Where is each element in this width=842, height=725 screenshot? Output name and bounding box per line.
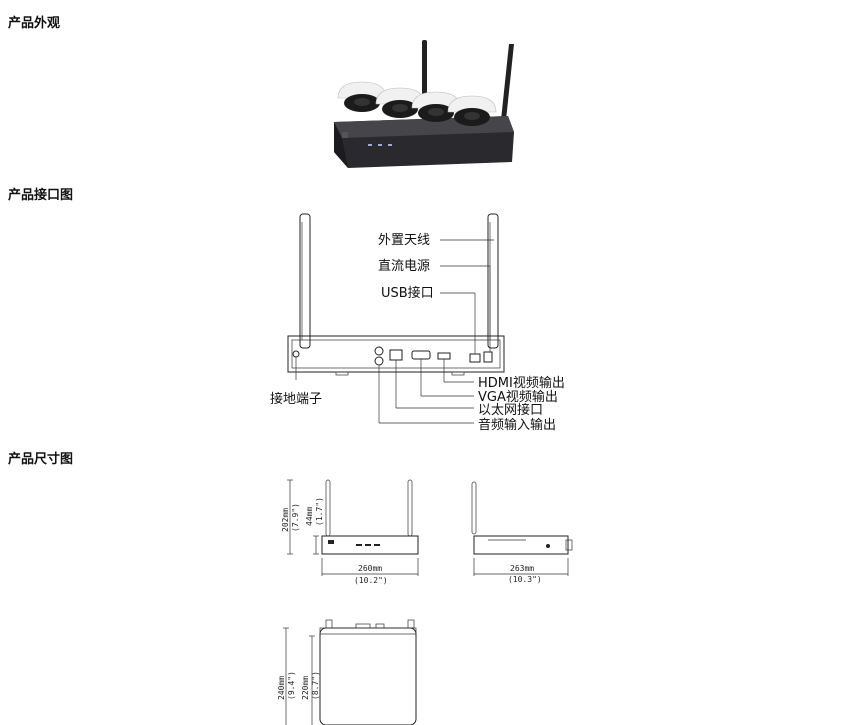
label-usb: USB接口 <box>381 285 434 301</box>
dim-height-total-mm: 202mm <box>281 508 290 532</box>
dim-top-depth-mm: 240mm <box>277 676 286 700</box>
dim-top-inner-mm: 220mm <box>301 676 310 700</box>
section-title-interfaces: 产品接口图 <box>8 188 74 203</box>
label-audio: 音频输入输出 <box>478 417 556 433</box>
label-dc-power: 直流电源 <box>378 259 430 274</box>
dim-top-depth-in: (9.4") <box>287 671 296 700</box>
interface-diagram: 外置天线 直流电源 USB接口 接地端子 HDMI视频输出 VGA视频输出 以太… <box>270 213 565 433</box>
label-hdmi: HDMI视频输出 <box>478 375 565 391</box>
dim-depth-in: (10.3") <box>508 575 542 584</box>
camera-4 <box>447 95 497 126</box>
dim-width-mm: 260mm <box>358 564 382 573</box>
label-vga: VGA视频输出 <box>478 389 558 405</box>
dimension-side-view: 263mm (10.3") <box>471 481 573 584</box>
dim-height-total-in: (7.9") <box>291 503 300 532</box>
camera-2 <box>375 87 425 118</box>
dim-height-body-mm: 44mm <box>305 507 314 526</box>
label-ethernet: 以太网接口 <box>478 402 543 418</box>
dim-height-body-in: (1.7") <box>315 497 324 526</box>
section-title-appearance: 产品外观 <box>8 16 61 31</box>
section-title-dimensions: 产品尺寸图 <box>8 452 74 467</box>
product-photo <box>334 40 514 168</box>
dim-top-inner-in: (8.7") <box>311 671 320 700</box>
dimension-top-view: 240mm (9.4") 220mm (8.7") <box>277 619 417 725</box>
camera-1 <box>337 81 387 112</box>
label-ground: 接地端子 <box>270 391 322 407</box>
dim-depth-mm: 263mm <box>510 564 534 573</box>
dim-width-in: (10.2") <box>354 576 388 585</box>
dimension-front-view: 202mm (7.9") 44mm (1.7") 260mm (10.2") <box>281 479 419 585</box>
camera-3 <box>411 91 461 122</box>
label-antenna: 外置天线 <box>378 233 430 248</box>
